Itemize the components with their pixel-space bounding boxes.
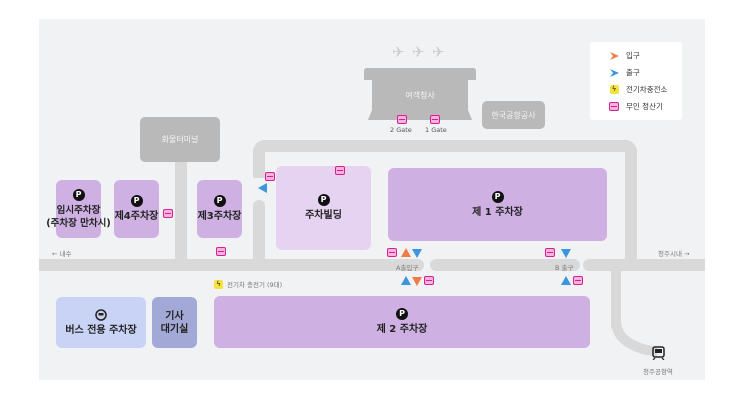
cargo-terminal: 화물터미널 <box>140 117 220 162</box>
exit-arrow-icon <box>561 276 571 285</box>
payment-kiosk-icon <box>424 276 434 285</box>
bus-parking-label: 버스 전용 주차장 <box>65 324 137 336</box>
gate-2-label: 2 Gate <box>390 126 412 134</box>
parking-icon: P <box>317 194 330 206</box>
parking-lot-2[interactable]: P 제 2 주차장 <box>214 296 590 348</box>
b-exit-label: B 출구 <box>555 264 574 272</box>
ev-charging-icon: ϟ <box>609 85 619 94</box>
legend-ev: ϟ 전기차충전소 <box>608 84 667 95</box>
korea-airports-corporation: 한국공항공사 <box>482 101 545 129</box>
bus-icon <box>95 308 107 321</box>
cargo-access-road <box>175 162 187 262</box>
passenger-terminal-label: 여객청사 <box>405 91 435 100</box>
legend-payment-label: 무인 정산기 <box>626 102 663 111</box>
ev-charging-icon: ϟ <box>214 279 223 289</box>
exit-arrow-icon <box>609 68 619 77</box>
ev-chargers-label: 전기차 충전기 (9대) <box>227 281 283 289</box>
driver-lounge[interactable]: 기사 대기실 <box>152 297 197 348</box>
loop-road-top <box>253 140 637 152</box>
station-road-vertical <box>611 268 621 328</box>
airplane-icon: ✈ <box>392 43 405 61</box>
legend-exit-label: 출구 <box>626 68 640 77</box>
payment-kiosk-icon <box>397 115 407 124</box>
entry-arrow-icon <box>401 248 411 257</box>
legend-payment: 무인 정산기 <box>608 101 663 112</box>
parking-icon: P <box>396 308 408 320</box>
parking-lot-1[interactable]: P 제 1 주차장 <box>388 168 607 241</box>
temporary-lot-label: 임시주차장 <box>56 204 101 216</box>
legend-exit: 출구 <box>608 67 640 78</box>
lot-4-label: 제4주차장 <box>114 211 159 222</box>
legend: 입구 출구 ϟ 전기차충전소 무인 정산기 <box>590 42 682 120</box>
payment-kiosk-icon <box>216 247 226 256</box>
entry-arrow-icon <box>412 277 422 286</box>
airplane-icon: ✈ <box>432 43 445 61</box>
gate-1-label: 1 Gate <box>425 126 447 134</box>
payment-kiosk-icon <box>430 115 440 124</box>
driver-lounge-label-1: 기사 <box>165 310 184 322</box>
lot-1-label: 제 1 주차장 <box>472 206 523 218</box>
payment-kiosk-icon <box>163 209 173 218</box>
parking-icon: P <box>72 188 85 201</box>
loop-road-left-lower <box>253 200 265 262</box>
a-gate-label: A출입구 <box>396 264 419 272</box>
exit-arrow-icon <box>412 249 422 258</box>
exit-arrow-icon <box>401 276 411 285</box>
payment-kiosk-icon <box>545 248 555 257</box>
main-road-east <box>583 259 705 271</box>
temporary-parking-lot[interactable]: P 임시주차장 (주차장 만차시) <box>46 180 111 238</box>
passenger-terminal-shape <box>364 68 476 120</box>
temporary-lot-sublabel: (주차장 만차시) <box>46 217 111 229</box>
legend-entry-label: 입구 <box>626 51 640 60</box>
station-road-curve <box>611 320 658 356</box>
loop-road-right <box>625 140 637 262</box>
parking-building-label: 주차빌딩 <box>305 210 342 221</box>
payment-kiosk-icon <box>387 248 397 257</box>
train-icon <box>652 346 665 360</box>
legend-ev-label: 전기차충전소 <box>626 85 668 94</box>
legend-entry: 입구 <box>608 50 640 61</box>
entry-arrow-icon <box>609 51 619 60</box>
airplane-icon: ✈ <box>412 43 425 61</box>
main-road-middle <box>430 259 580 271</box>
parking-lot-4[interactable]: P 제4주차장 <box>114 180 159 238</box>
payment-kiosk-icon <box>335 166 345 175</box>
lot-2-label: 제 2 주차장 <box>376 324 428 335</box>
parking-icon: P <box>213 195 226 207</box>
exit-arrow-icon <box>561 249 571 258</box>
exit-arrow-icon <box>258 183 267 193</box>
payment-kiosk-icon <box>573 276 583 285</box>
parking-icon: P <box>491 190 504 203</box>
cheongju-airport-station-label: 청주공항역 <box>643 368 673 376</box>
bus-parking-lot[interactable]: 버스 전용 주차장 <box>56 297 146 348</box>
lot-3-label: 제3주차장 <box>197 211 242 222</box>
ev-chargers-note: ϟ 전기차 충전기 (9대) <box>214 279 282 289</box>
payment-kiosk-icon <box>265 172 275 181</box>
payment-kiosk-icon <box>609 101 619 111</box>
naesu-direction-label: ← 내수 <box>52 250 72 258</box>
parking-lot-3[interactable]: P 제3주차장 <box>197 180 242 238</box>
main-road <box>39 259 424 271</box>
cheongju-city-direction-label: 청주시내 → <box>658 250 690 258</box>
parking-building[interactable]: P 주차빌딩 <box>276 166 371 250</box>
driver-lounge-label-2: 대기실 <box>160 323 189 335</box>
parking-icon: P <box>130 195 143 207</box>
